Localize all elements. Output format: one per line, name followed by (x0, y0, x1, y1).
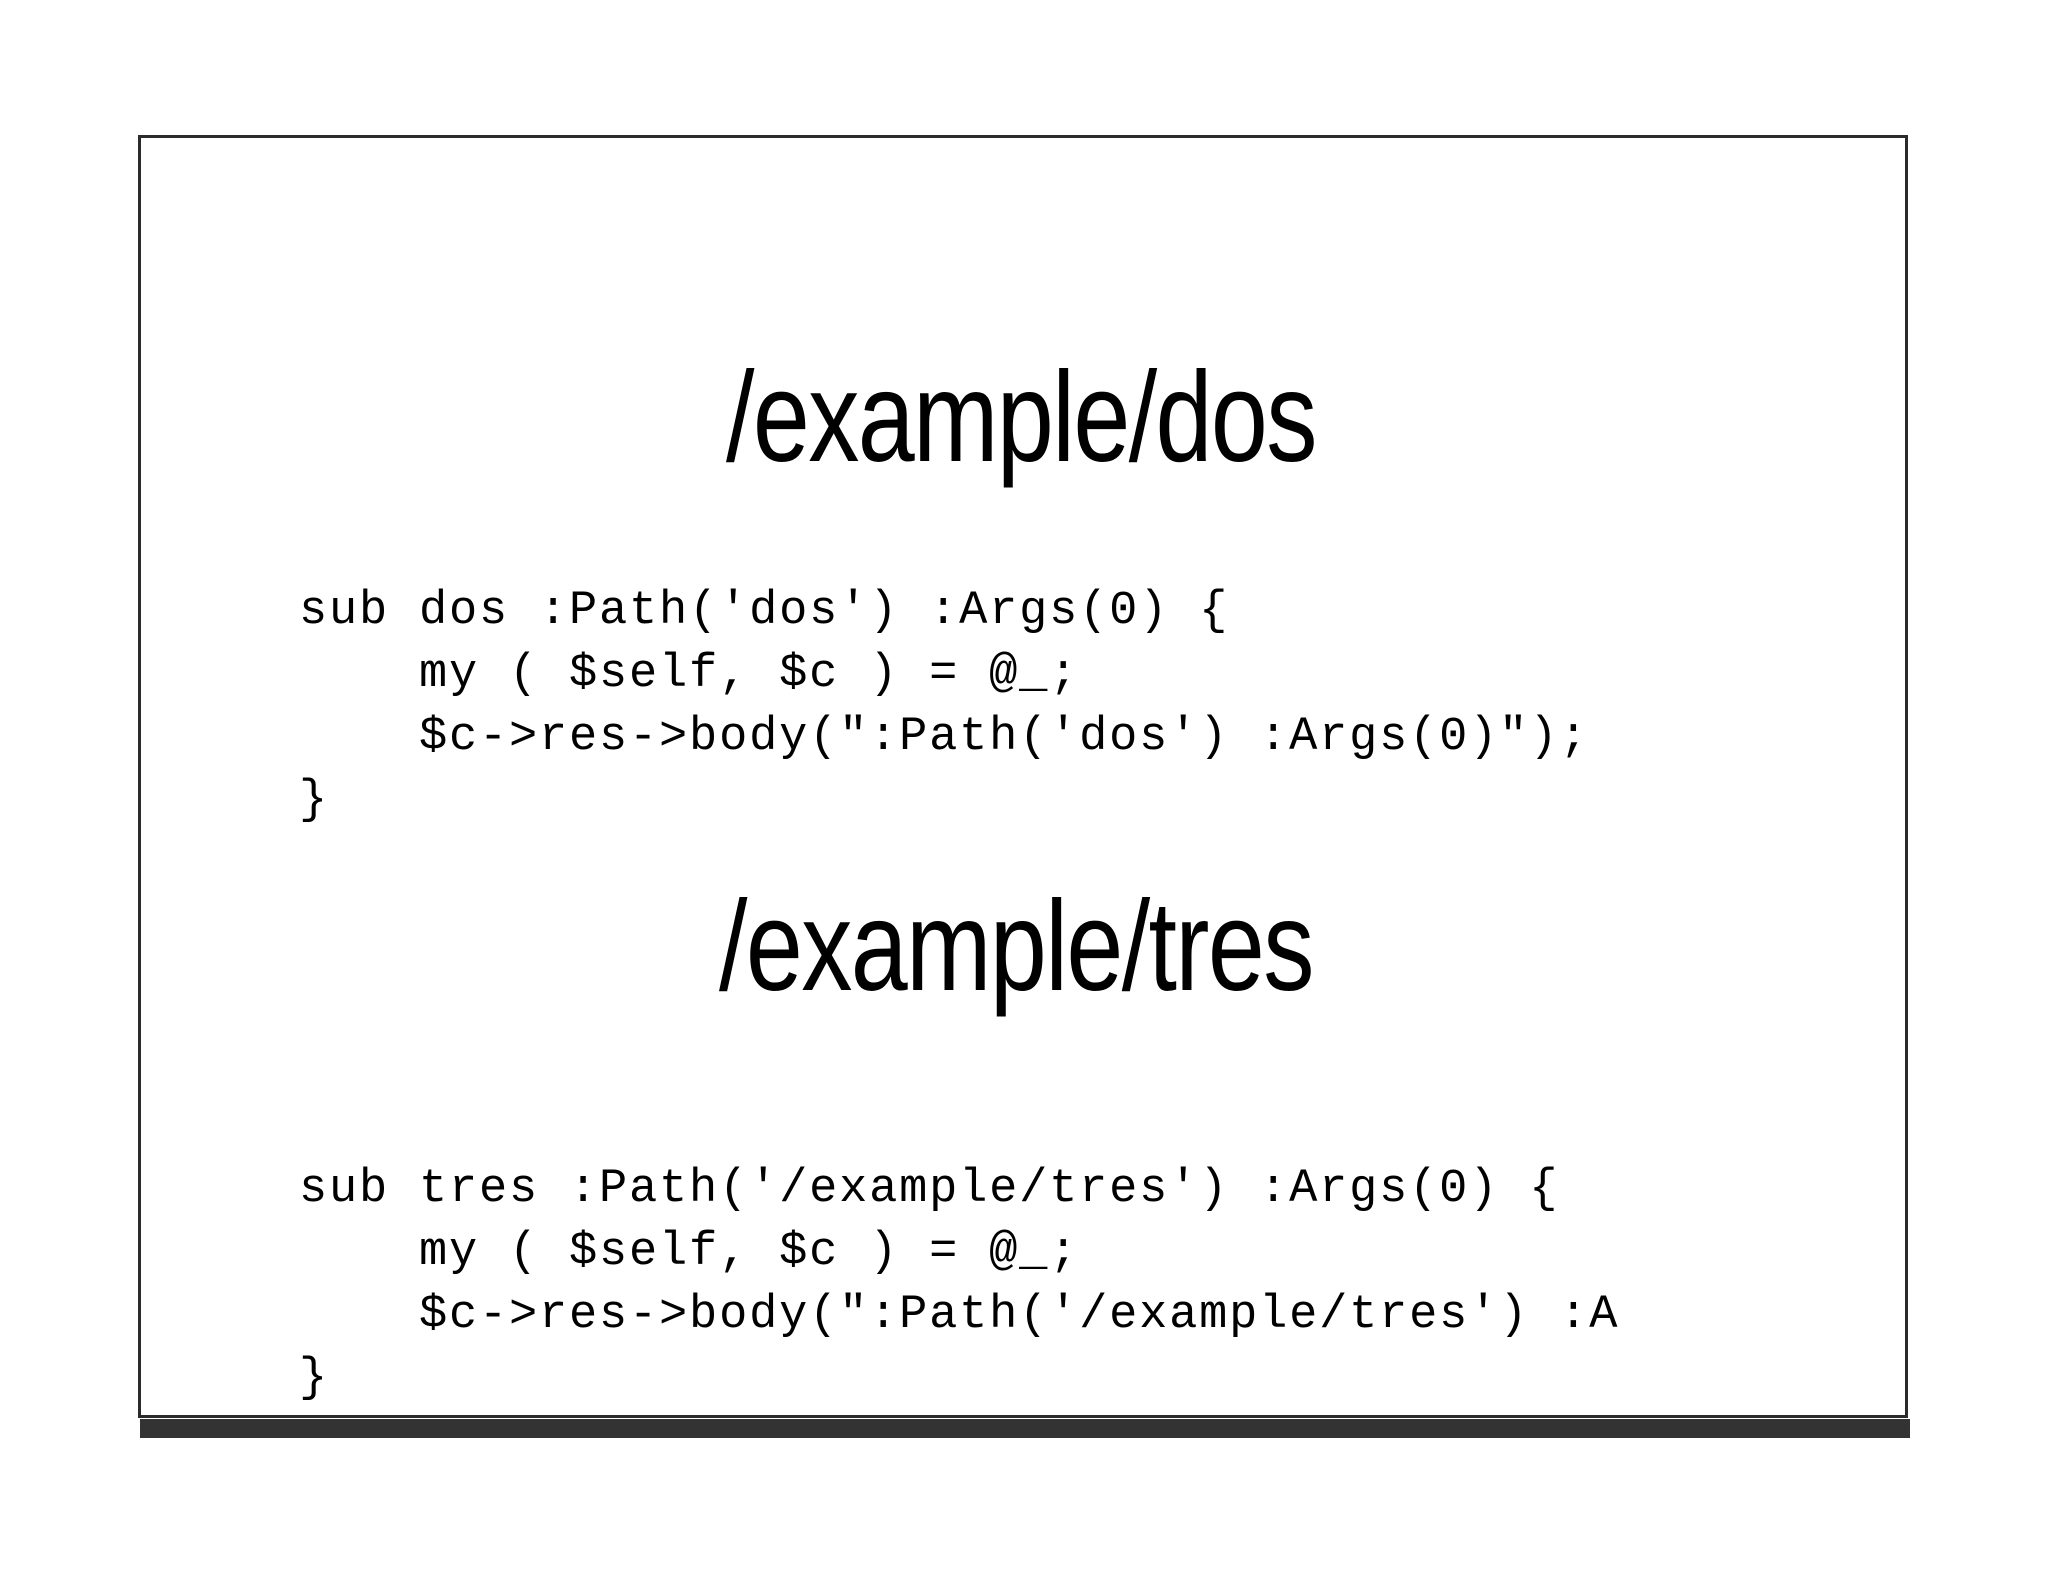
code-block-example-tres: sub tres :Path('/example/tres') :Args(0)… (299, 1158, 1619, 1410)
code-line: my ( $self, $c ) = @_; (299, 648, 1080, 701)
slide-frame: /example/dos sub dos :Path('dos') :Args(… (138, 135, 1908, 1418)
section-heading-example-dos: /example/dos (726, 346, 1317, 489)
code-block-example-dos: sub dos :Path('dos') :Args(0) { my ( $se… (299, 580, 1589, 832)
slide-bottom-bar (140, 1419, 1910, 1438)
code-line: sub dos :Path('dos') :Args(0) { (299, 585, 1230, 638)
code-line: } (299, 774, 330, 827)
code-line: sub tres :Path('/example/tres') :Args(0)… (299, 1163, 1560, 1216)
code-line: $c->res->body(":Path('dos') :Args(0)"); (299, 711, 1590, 764)
section-heading-example-tres: /example/tres (719, 875, 1314, 1018)
code-line: my ( $self, $c ) = @_; (299, 1226, 1080, 1279)
code-line: } (299, 1352, 330, 1405)
code-line: $c->res->body(":Path('/example/tres') :A (299, 1289, 1620, 1342)
